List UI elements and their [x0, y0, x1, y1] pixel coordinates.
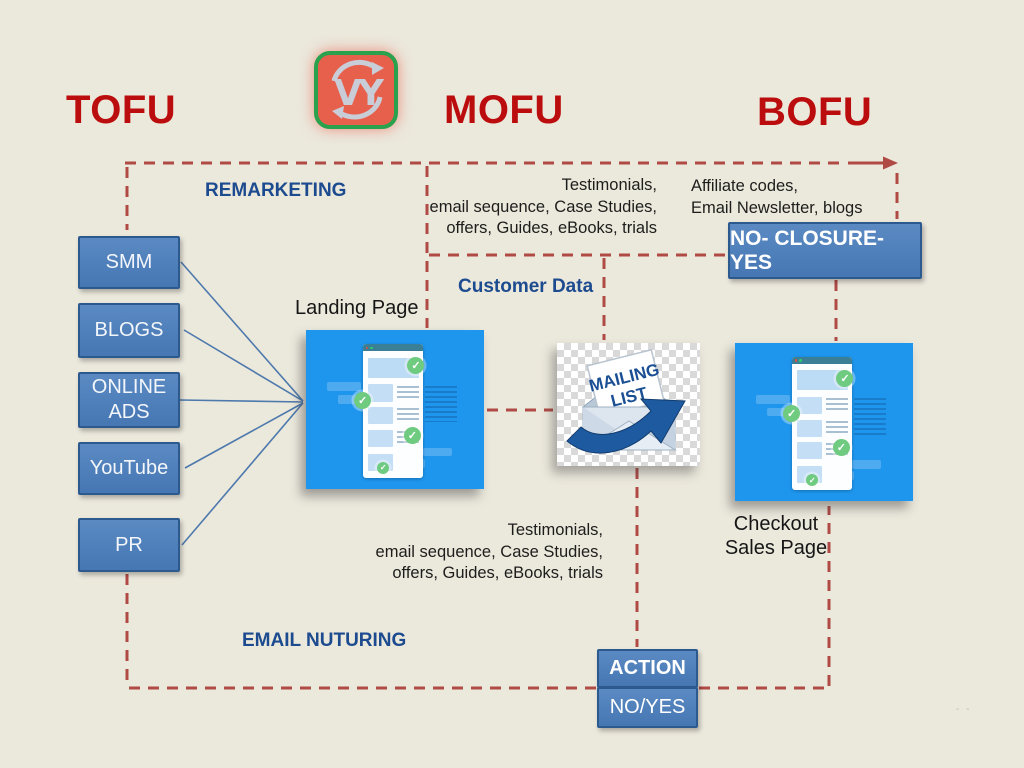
heading-bofu: BOFU — [757, 90, 873, 134]
channel-box-youtube: YouTube — [78, 442, 180, 495]
text-line: email sequence, Case Studies, — [429, 197, 657, 216]
channel-converge-lines — [179, 261, 304, 546]
channel-box-online-ads: ONLINE ADS — [78, 372, 180, 428]
content-block — [367, 407, 394, 425]
hero-block — [796, 370, 848, 391]
mofu-bottom-text: Testimonials, email sequence, Case Studi… — [365, 520, 603, 585]
text-line: Email Newsletter, blogs — [691, 199, 863, 217]
content-block — [796, 442, 823, 460]
landing-page-label: Landing Page — [295, 297, 419, 319]
text-line: Testimonials, — [561, 176, 657, 194]
text-lines — [396, 408, 419, 424]
channel-label: SMM — [105, 251, 153, 273]
no-yes-node-label: NO/YES — [609, 696, 686, 718]
channel-box-blogs: BLOGS — [78, 303, 180, 358]
customer-data-label: Customer Data — [458, 276, 594, 297]
chat-pill — [327, 382, 362, 392]
browser-topbar — [791, 357, 853, 365]
text-lines — [396, 385, 419, 401]
browser-topbar — [362, 344, 424, 352]
mofu-top-text: Testimonials, email sequence, Case Studi… — [420, 175, 657, 240]
content-block — [367, 429, 394, 448]
text-line: Affiliate codes, — [691, 177, 799, 195]
text-line: email sequence, Case Studies, — [375, 542, 603, 561]
action-node: ACTION — [597, 649, 698, 688]
window-dot-icon — [794, 359, 798, 362]
logo-swoosh — [331, 59, 383, 120]
check-icon: ✓ — [832, 439, 850, 457]
landing-page-image: ✓ ✓ ✓ ✓ — [306, 330, 484, 489]
window-dot-icon — [370, 346, 373, 350]
window-dot-icon — [799, 359, 802, 362]
brand-logo: VY — [314, 51, 398, 129]
bofu-top-text: Affiliate codes, Email Newsletter, blogs — [691, 175, 891, 219]
check-icon: ✓ — [377, 461, 390, 474]
channel-box-pr: PR — [78, 518, 180, 572]
mailing-list-art: MAILING LIST — [566, 348, 686, 454]
arrow-head-icon — [883, 156, 898, 170]
channel-label: YouTube — [89, 457, 169, 479]
check-icon: ✓ — [806, 474, 819, 487]
checkout-page-image: ✓ ✓ ✓ ✓ — [735, 343, 913, 501]
content-block — [367, 384, 394, 402]
content-block — [796, 397, 823, 415]
chat-pill — [767, 407, 796, 417]
checkout-label: Checkout Sales Page — [716, 512, 836, 560]
heading-mofu: MOFU — [444, 88, 564, 132]
action-node-label: ACTION — [609, 657, 686, 679]
check-icon: ✓ — [403, 426, 421, 444]
top-arrow — [848, 156, 898, 170]
heading-tofu: TOFU — [66, 88, 177, 132]
channel-label: PR — [115, 533, 143, 556]
check-icon: ✓ — [407, 357, 425, 375]
check-icon: ✓ — [354, 392, 372, 409]
chat-pill — [338, 395, 367, 404]
mailing-arrow-icon — [566, 398, 686, 454]
watermark: - - — [956, 704, 972, 715]
remarketing-label: REMARKETING — [205, 180, 347, 201]
chat-pill — [852, 459, 881, 469]
email-nurturing-label: EMAIL NUTURING — [242, 630, 407, 651]
no-yes-node: NO/YES — [597, 687, 698, 728]
page-card — [791, 357, 853, 490]
chat-pill — [423, 447, 452, 457]
text-lines — [825, 398, 848, 413]
fine-print-block — [854, 398, 887, 435]
chat-pill — [756, 395, 791, 404]
hero-block — [367, 357, 419, 378]
content-block — [796, 419, 823, 437]
closure-node-label: NO- CLOSURE-YES — [730, 226, 884, 274]
checkout-label-line1: Checkout — [733, 513, 819, 535]
channel-label: ONLINE ADS — [91, 376, 167, 423]
channel-box-smm: SMM — [78, 236, 180, 289]
closure-node: NO- CLOSURE-YES — [728, 222, 922, 279]
check-icon: ✓ — [836, 369, 854, 387]
window-dot-icon — [365, 346, 369, 350]
fine-print-block — [425, 385, 458, 423]
mailing-list-image: MAILING LIST — [557, 343, 700, 466]
channel-label: BLOGS — [94, 319, 164, 341]
text-line: offers, Guides, eBooks, trials — [446, 219, 657, 237]
check-icon: ✓ — [783, 404, 801, 422]
text-line: offers, Guides, eBooks, trials — [392, 564, 603, 582]
text-line: Testimonials, — [507, 521, 603, 539]
checkout-label-line2: Sales Page — [724, 537, 828, 559]
logo-monogram: VY — [334, 73, 385, 114]
text-lines — [825, 420, 848, 436]
brand-logo-icon: VY — [314, 51, 398, 129]
